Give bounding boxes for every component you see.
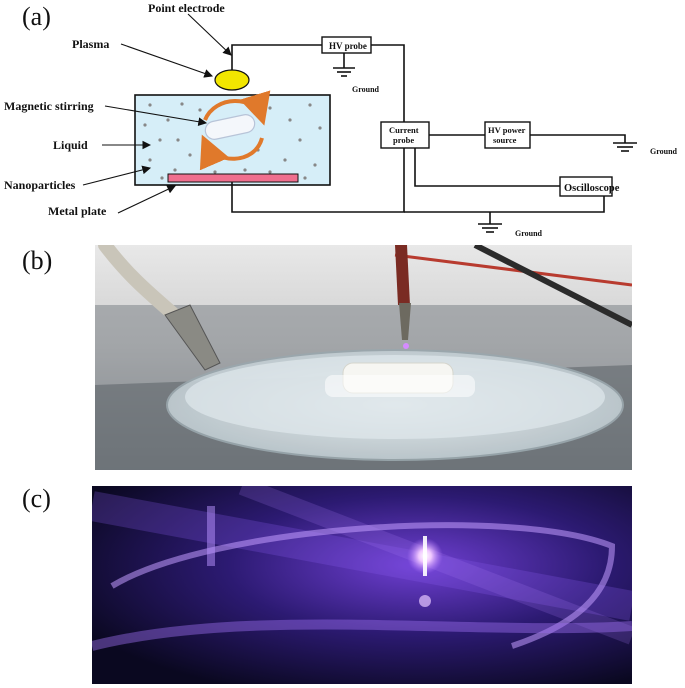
label-ground-2: Ground: [650, 147, 678, 156]
stir-bar: [204, 114, 256, 140]
alligator-clip: [164, 304, 221, 371]
label-nanoparticles: Nanoparticles: [4, 178, 76, 192]
wire-source-ground: [530, 134, 626, 143]
label-point-electrode: Point electrode: [148, 1, 225, 15]
label-plasma: Plasma: [72, 37, 109, 51]
wire-probe-right: [371, 44, 405, 122]
wire-ground-loop: [231, 148, 405, 213]
plasma-blob: [214, 69, 250, 91]
stirring-arrow-lower: [199, 134, 264, 171]
panel-label-a: (a): [22, 2, 51, 31]
plasma-glow-photo: [92, 486, 632, 684]
label-magnetic-stirring: Magnetic stirring: [4, 99, 94, 113]
setup-photo: [95, 245, 632, 470]
label-hv-source-2: source: [493, 135, 517, 145]
metal-plate: [167, 173, 299, 183]
label-ground-1: Ground: [352, 85, 380, 94]
arrow-magnetic-stirring: [104, 105, 208, 127]
label-metal-plate: Metal plate: [48, 204, 107, 218]
label-oscilloscope: Oscilloscope: [564, 183, 620, 194]
oscilloscope-box: [559, 176, 613, 197]
liquid-container: [134, 94, 331, 186]
label-ground-3: Ground: [515, 229, 543, 238]
wire-to-oscilloscope: [414, 148, 560, 187]
panel-label-b: (b): [22, 246, 53, 275]
label-hv-source-1: HV power: [488, 125, 526, 135]
arrow-metal-plate: [117, 185, 176, 214]
dish-rim-glow: [110, 522, 616, 649]
hv-source-box: [484, 121, 531, 149]
setup-schematic: Point electrode Plasma Magnetic stirring…: [4, 1, 678, 238]
electrode-cable: [395, 245, 410, 305]
arrow-plasma: [120, 43, 214, 78]
label-hv-probe: HV probe: [329, 41, 367, 51]
label-current-probe-1: Current: [389, 125, 419, 135]
arrow-nanoparticles: [82, 165, 152, 186]
wire-electrode: [231, 44, 322, 70]
label-current-probe-2: probe: [393, 135, 414, 145]
panel-label-c: (c): [22, 484, 51, 513]
label-liquid: Liquid: [53, 138, 88, 152]
hv-probe-box: [321, 36, 372, 54]
point-electrode: [399, 303, 411, 340]
arrow-point-electrode: [187, 13, 232, 56]
current-probe-box: [380, 121, 430, 149]
stirring-arrow-upper: [203, 90, 271, 126]
discharge-spark: [403, 343, 409, 349]
